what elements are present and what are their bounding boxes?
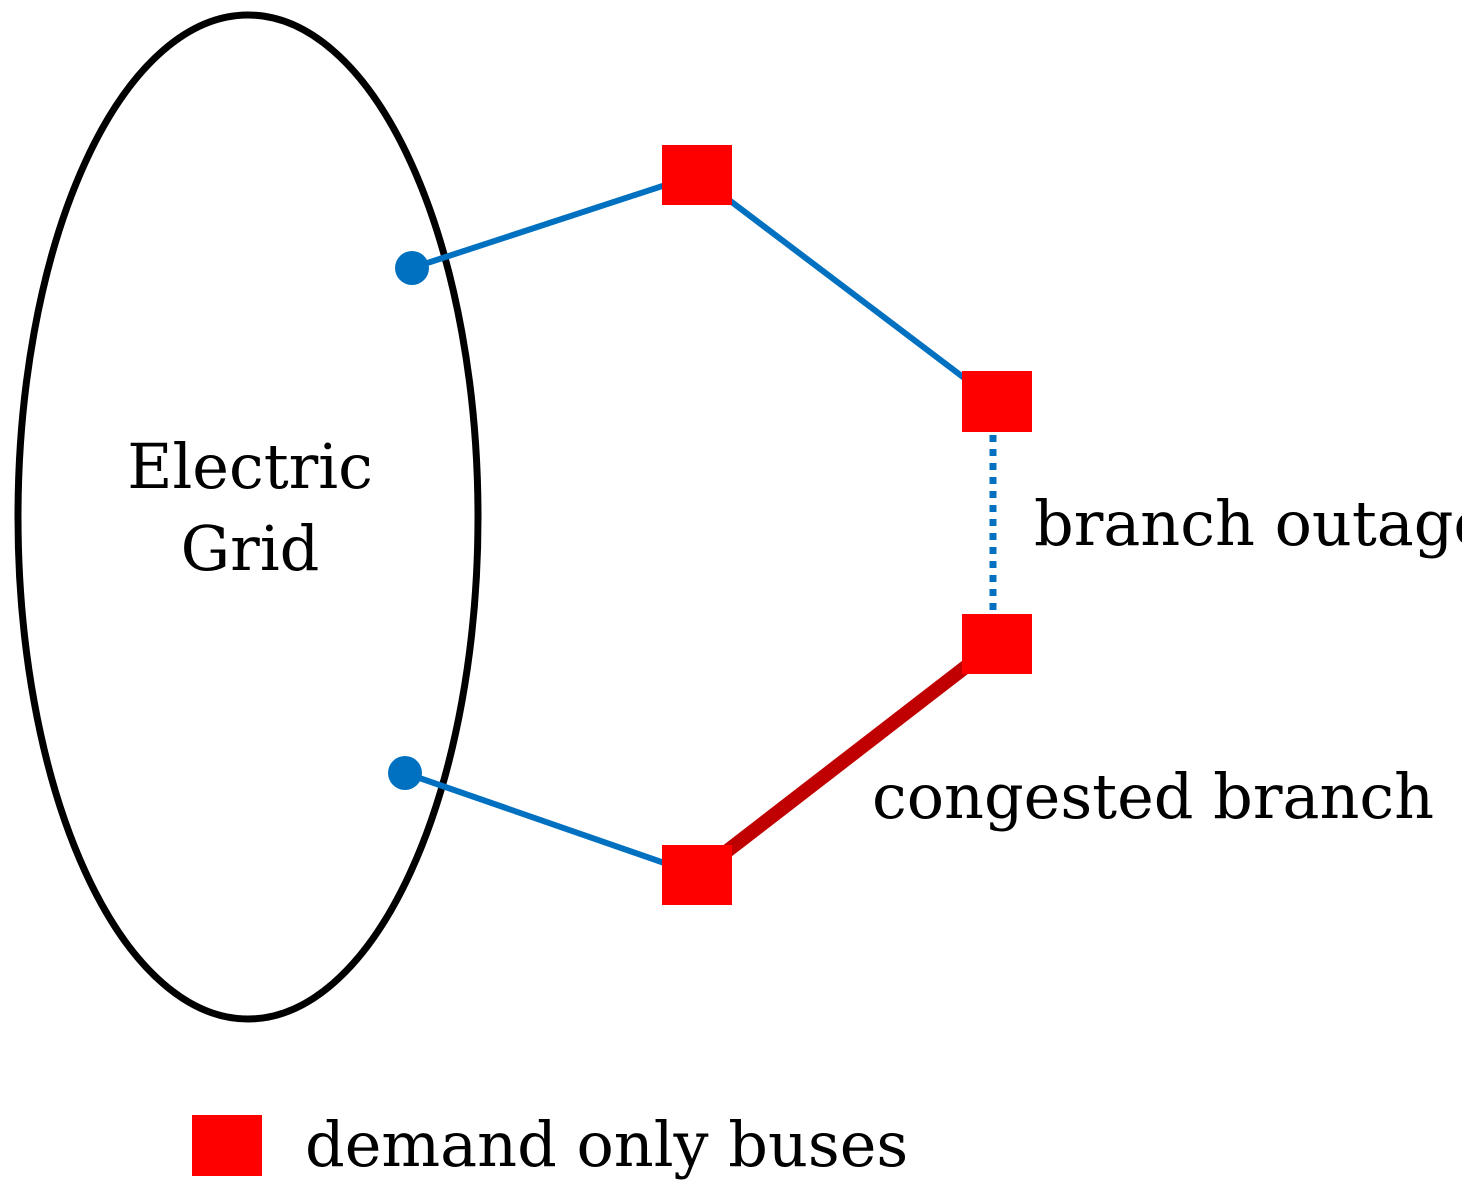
branch-outage-label: branch outage [1034,487,1462,560]
congested-branch-line [695,639,999,878]
legend-bus-swatch [192,1115,262,1176]
grid-label-line1: Electric [127,430,373,503]
demand-bus-right-upper [962,371,1032,432]
grid-connection-point-lower [388,756,422,790]
electric-grid-ellipse [14,11,482,1023]
branch-grid-to-top-bus [411,172,697,271]
grid-label-line2: Grid [181,512,320,585]
branch-grid-to-bottom-bus [404,770,697,877]
legend-label: demand only buses [305,1108,908,1181]
demand-bus-right-lower [962,614,1032,674]
demand-bus-bottom [662,845,732,905]
congested-branch-label: congested branch [872,760,1434,833]
branch-top-bus-to-right-upper-bus [694,172,998,405]
grid-connection-point-upper [395,251,429,285]
demand-bus-top [662,145,732,205]
